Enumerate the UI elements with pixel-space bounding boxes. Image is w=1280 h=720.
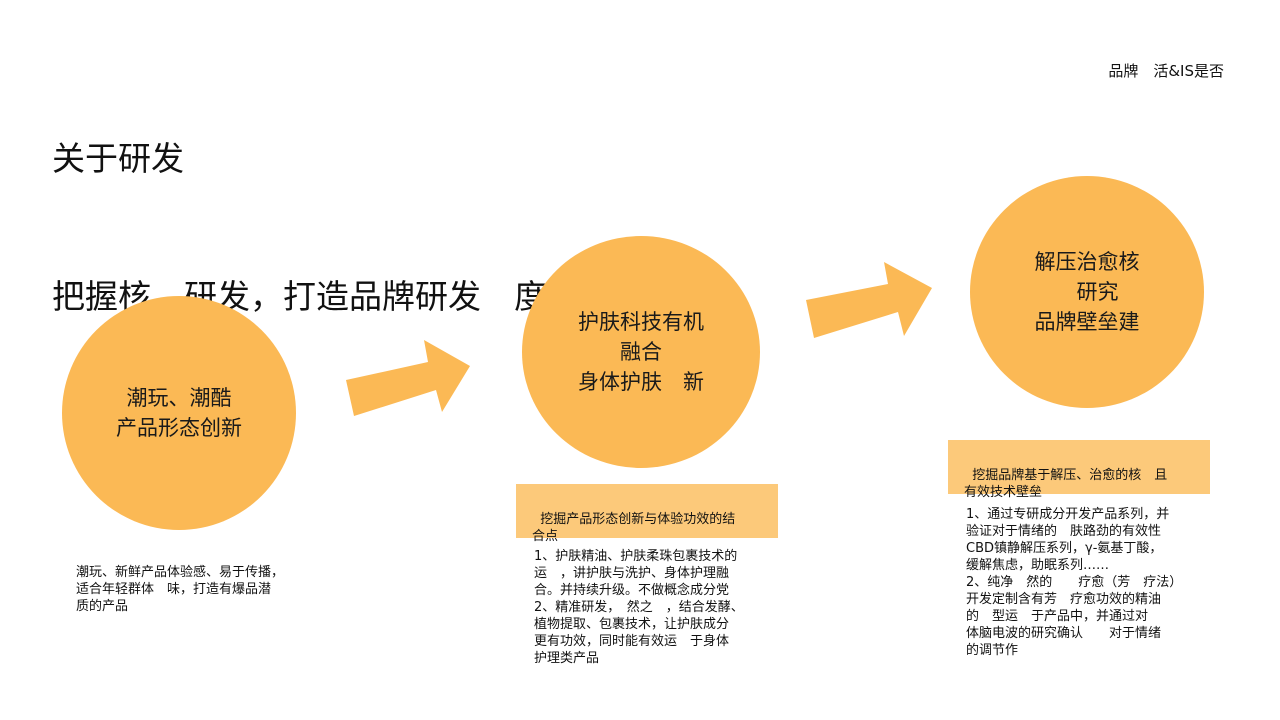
page-title: 关于研发 把握核 研发，打造品牌研发 度 — [52, 44, 547, 366]
highlight-box-stage-2-text: 挖掘产品形态创新与体验功效的结 合点 — [532, 512, 736, 544]
circle-stage-1: 潮玩、潮酷 产品形态创新 — [62, 296, 296, 530]
highlight-box-stage-3-text: 挖掘品牌基于解压、治愈的核 且 有效技术壁垒 — [964, 468, 1168, 500]
circle-stage-2-text: 护肤科技有机 融合 身体护肤 新 — [578, 310, 704, 394]
description-stage-3: 1、通过专研成分开发产品系列，并 验证对于情绪的 肤路劲的有效性 CBD镇静解压… — [966, 507, 1183, 658]
highlight-box-stage-2: 挖掘产品形态创新与体验功效的结 合点 — [516, 484, 778, 544]
arrow-right-icon — [346, 340, 470, 416]
arrow-2-shape — [806, 262, 932, 338]
circle-stage-2: 护肤科技有机 融合 身体护肤 新 — [522, 236, 760, 468]
highlight-box-stage-3: 挖掘品牌基于解压、治愈的核 且 有效技术壁垒 — [948, 440, 1210, 500]
title-line-2: 把握核 研发，打造品牌研发 度 — [52, 277, 547, 316]
circle-stage-3: 解压治愈核 研究 品牌壁垒建 — [970, 176, 1204, 408]
arrow-1-shape — [346, 340, 470, 416]
top-right-label: 品牌 活&IS是否 — [1108, 62, 1224, 80]
arrow-right-icon — [806, 262, 932, 338]
description-stage-2: 1、护肤精油、护肤柔珠包裹技术的 运 ，讲护肤与洗护、身体护理融 合。并持续升级… — [534, 549, 744, 666]
circle-stage-3-text: 解压治愈核 研究 品牌壁垒建 — [1034, 250, 1140, 334]
circle-stage-1-text: 潮玩、潮酷 产品形态创新 — [116, 386, 242, 440]
title-line-1: 关于研发 — [52, 139, 184, 178]
description-stage-1: 潮玩、新鲜产品体验感、易于传播， 适合年轻群体 味，打造有爆品潜 质的产品 — [76, 565, 285, 614]
